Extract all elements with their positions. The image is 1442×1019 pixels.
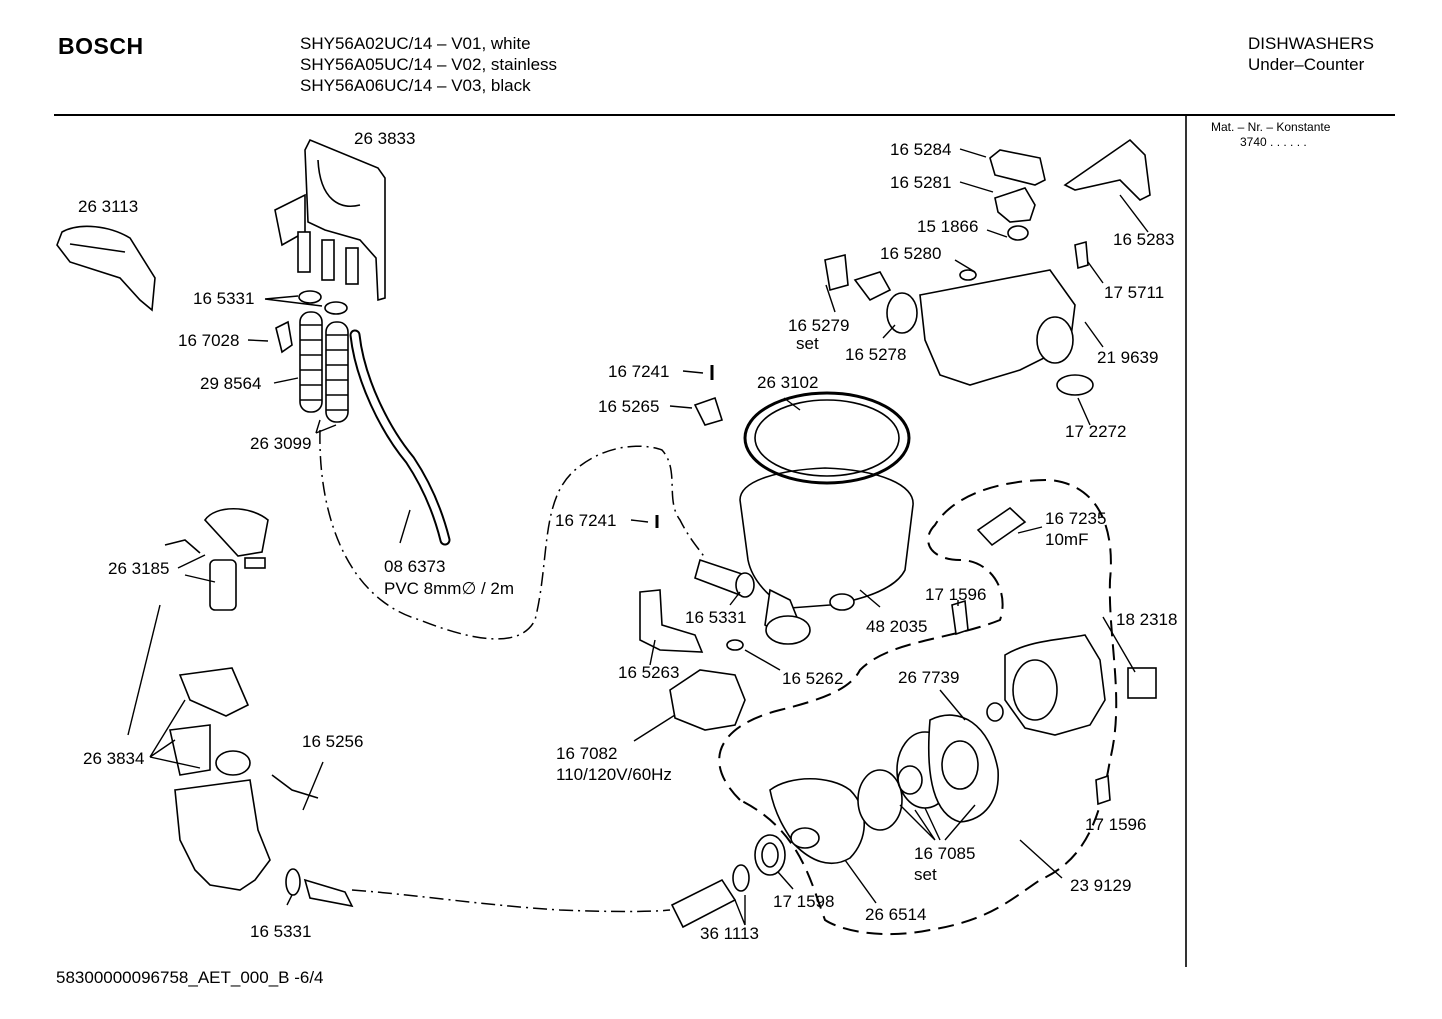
- part-label-219639: 21 9639: [1097, 348, 1158, 367]
- part-label-167241: 16 7241: [555, 511, 616, 530]
- part-label-298564: 29 8564: [200, 374, 261, 393]
- part-label-165331: 16 5331: [685, 608, 746, 627]
- part-label-263102: 26 3102: [757, 373, 818, 392]
- part-label-172272: 17 2272: [1065, 422, 1126, 441]
- part-label-171596: 17 1596: [1085, 815, 1146, 834]
- part-label-171598: 17 1598: [773, 892, 834, 911]
- model-line: SHY56A06UC/14 – V03, black: [300, 76, 531, 95]
- part-label-167085: 16 7085: [914, 844, 975, 863]
- part-label-086373: 08 6373: [384, 557, 445, 576]
- category-line: DISHWASHERS: [1248, 34, 1374, 53]
- model-line: SHY56A05UC/14 – V02, stainless: [300, 55, 558, 74]
- part-label-165283: 16 5283: [1113, 230, 1174, 249]
- part-label-167028: 16 7028: [178, 331, 239, 350]
- part-label-167235-spec: 10mF: [1045, 530, 1088, 549]
- part-label-165265: 16 5265: [598, 397, 659, 416]
- material-number-value: 3740 . . . . . .: [1240, 135, 1307, 149]
- part-label-263113: 26 3113: [78, 197, 138, 216]
- document-footer: 58300000096758_AET_000_B -6/4: [56, 968, 324, 987]
- part-label-167085-set: set: [914, 865, 937, 884]
- part-label-263834: 26 3834: [83, 749, 144, 768]
- hose-route: [319, 429, 706, 640]
- pump-group-outline: [718, 478, 1118, 936]
- brand-logo: BOSCH: [58, 33, 144, 59]
- part-label-165331: 16 5331: [250, 922, 311, 941]
- part-label-165256: 16 5256: [302, 732, 363, 751]
- part-drawings: [56, 138, 1157, 929]
- part-label-361113: 36 1113: [700, 924, 759, 943]
- part-label-175711: 17 5711: [1104, 283, 1164, 302]
- part-label-165279: 16 5279: [788, 316, 849, 335]
- part-label-482035: 48 2035: [866, 617, 927, 636]
- category-line: Under–Counter: [1248, 55, 1365, 74]
- part-label-171596: 17 1596: [925, 585, 986, 604]
- part-labels: 26 3833 26 3113 16 5331 16 7028 29 8564 …: [78, 129, 1177, 943]
- part-label-165331: 16 5331: [193, 289, 254, 308]
- part-label-167241: 16 7241: [608, 362, 669, 381]
- part-label-167082: 16 7082: [556, 744, 617, 763]
- category: DISHWASHERS Under–Counter: [1248, 33, 1374, 75]
- part-label-167082-spec: 110/120V/60Hz: [556, 765, 672, 784]
- part-label-165281: 16 5281: [890, 173, 951, 192]
- part-label-266514: 26 6514: [865, 905, 926, 924]
- part-label-165263: 16 5263: [618, 663, 679, 682]
- part-label-165278: 16 5278: [845, 345, 906, 364]
- part-label-165284: 16 5284: [890, 140, 951, 159]
- leader-lines: [127, 148, 1149, 926]
- model-line: SHY56A02UC/14 – V01, white: [300, 34, 531, 53]
- model-list: SHY56A02UC/14 – V01, white SHY56A05UC/14…: [300, 33, 557, 96]
- part-label-167235: 16 7235: [1045, 509, 1106, 528]
- part-label-165280: 16 5280: [880, 244, 941, 263]
- part-label-086373-spec: PVC 8mm∅ / 2m: [384, 579, 514, 598]
- drain-hose-route: [351, 889, 671, 913]
- part-label-182318: 18 2318: [1116, 610, 1177, 629]
- part-label-239129: 23 9129: [1070, 876, 1131, 895]
- part-label-165262: 16 5262: [782, 669, 843, 688]
- part-label-263833: 26 3833: [354, 129, 415, 148]
- part-label-151866: 15 1866: [917, 217, 978, 236]
- part-label-267739: 26 7739: [898, 668, 959, 687]
- part-label-263185: 26 3185: [108, 559, 169, 578]
- part-label-165279-set: set: [796, 334, 819, 353]
- part-label-263099: 26 3099: [250, 434, 311, 453]
- material-number-label: Mat. – Nr. – Konstante: [1211, 120, 1331, 134]
- material-number-box: Mat. – Nr. – Konstante 3740 . . . . . .: [1211, 120, 1330, 150]
